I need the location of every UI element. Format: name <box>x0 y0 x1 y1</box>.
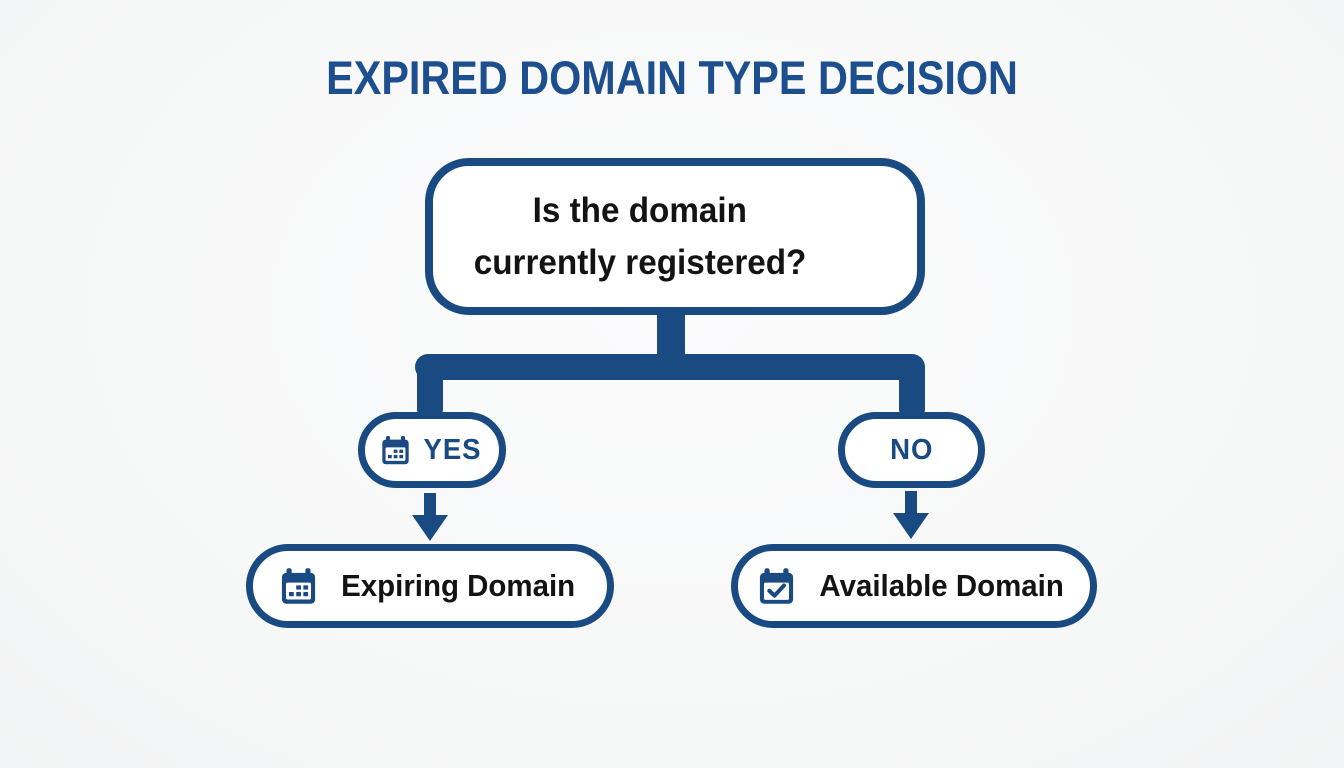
page-title-text: EXPIRED DOMAIN TYPE DECISION <box>326 51 1018 104</box>
calendar-icon <box>279 567 318 606</box>
result-available-domain-node: Available Domain <box>731 544 1097 628</box>
branch-no-node: NO <box>838 412 985 488</box>
arrow-down-no-icon <box>891 491 931 539</box>
branch-no-label: NO <box>889 433 934 466</box>
connector-stub <box>657 312 685 358</box>
result-available-domain-label: Available Domain <box>819 568 1065 603</box>
calendar-check-icon <box>757 567 796 606</box>
calendar-icon <box>380 435 411 466</box>
question-line-2: currently registered? <box>473 242 807 282</box>
decision-question-node: Is the domain currently registered? <box>425 158 925 315</box>
branch-yes-node: YES <box>358 412 506 488</box>
arrow-down-yes-icon <box>410 493 450 541</box>
connector-drop-no <box>899 366 925 414</box>
question-line-1: Is the domain <box>532 190 748 230</box>
result-expiring-domain-label: Expiring Domain <box>341 568 575 603</box>
connector-horizontal-bar <box>415 354 925 380</box>
result-expiring-domain-node: Expiring Domain <box>246 544 614 628</box>
branch-yes-label: YES <box>424 433 482 466</box>
page-title: EXPIRED DOMAIN TYPE DECISION <box>0 52 1344 104</box>
connector-drop-yes <box>417 366 443 414</box>
